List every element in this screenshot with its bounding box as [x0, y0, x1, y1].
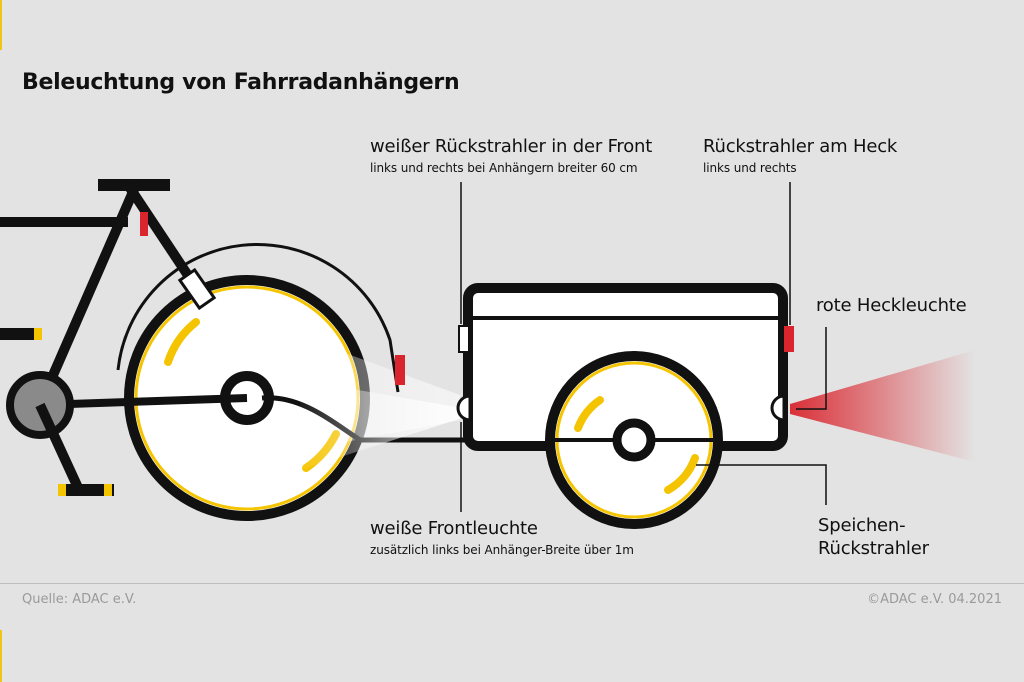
label-rear-light: rote Heckleuchte — [816, 295, 967, 316]
rear-light-beam — [790, 350, 975, 462]
trailer-rear-light — [770, 394, 786, 422]
page-title: Beleuchtung von Fahrradanhängern — [22, 70, 460, 95]
edge-accent-bottom — [0, 630, 2, 682]
bicycle — [0, 179, 460, 521]
label-spoke-reflector-line1: Speichen- — [818, 515, 906, 536]
bike-rear-light — [395, 355, 405, 385]
label-front-reflector: weißer Rückstrahler in der Front links u… — [370, 136, 652, 175]
label-front-light: weiße Frontleuchte zusätzlich links bei … — [370, 518, 634, 557]
bike-pedal-bottom — [58, 484, 114, 496]
source-note: Quelle: ADAC e.V. — [22, 592, 137, 607]
footer-divider — [0, 583, 1024, 584]
label-front-reflector-title: weißer Rückstrahler in der Front — [370, 136, 653, 157]
bike-mudguard — [116, 242, 400, 393]
trailer-spoke-reflector-bottom — [664, 454, 699, 494]
edge-accent-top — [0, 0, 2, 50]
trailer-rear-reflector — [784, 326, 794, 352]
label-spoke-reflector-line2: Rückstrahler — [818, 538, 929, 559]
trailer-coupling — [177, 267, 217, 311]
label-rear-reflector-title: Rückstrahler am Heck — [703, 136, 898, 157]
label-rear-reflector: Rückstrahler am Heck links und rechts — [703, 136, 897, 175]
label-rear-reflector-note: links und rechts — [703, 161, 797, 175]
label-front-reflector-note: links und rechts bei Anhängern breiter 6… — [370, 161, 638, 175]
label-rear-light-title: rote Heckleuchte — [816, 295, 967, 316]
trailer-wheel — [545, 351, 723, 529]
leader-lines — [460, 182, 827, 512]
trailer-front-light — [456, 394, 472, 422]
label-spoke-reflector: Speichen- Rückstrahler — [818, 514, 929, 560]
label-front-light-title: weiße Frontleuchte — [370, 518, 538, 539]
label-front-light-note: zusätzlich links bei Anhänger-Breite übe… — [370, 543, 634, 557]
bike-pedal-top — [0, 328, 42, 340]
trailer-hub — [612, 418, 656, 462]
bike-spoke-reflector-top — [164, 318, 200, 366]
copyright-note: ©ADAC e.V. 04.2021 — [867, 592, 1002, 607]
trailer-spoke-reflector-top — [574, 396, 604, 432]
trailer-front-reflector — [458, 325, 470, 353]
front-light-beam — [300, 380, 462, 470]
